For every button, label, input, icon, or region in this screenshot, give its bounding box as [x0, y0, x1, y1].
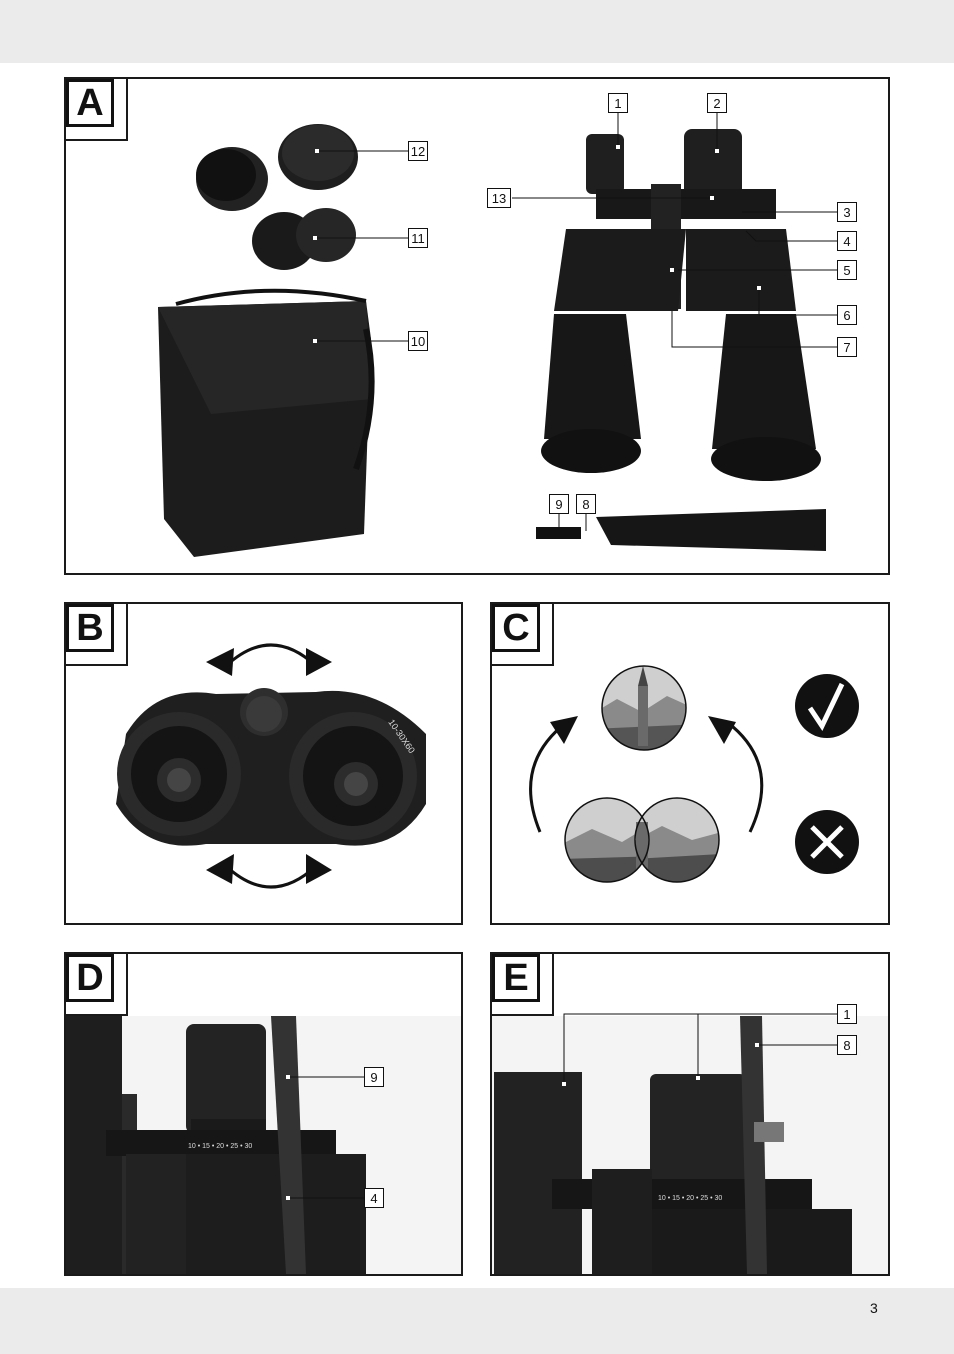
callout-13: 13 [487, 188, 511, 208]
zoom-scale: 10 • 15 • 20 • 25 • 30 [188, 1143, 252, 1150]
page-number: 3 [870, 1300, 878, 1316]
panel-c-illustration [529, 665, 859, 883]
figure-panel-a: A [64, 77, 890, 575]
panel-a-illustration [158, 113, 837, 557]
callout-5: 5 [837, 260, 857, 280]
callout-4: 4 [364, 1188, 384, 1208]
panel-label-e: E [492, 954, 554, 1016]
panel-b-illustration: 10-30X60 [116, 643, 426, 889]
panel-d-illustration: 10 • 15 • 20 • 25 • 30 [66, 1016, 461, 1274]
callout-6: 6 [837, 305, 857, 325]
zoom-scale: 10 • 15 • 20 • 25 • 30 [658, 1195, 722, 1202]
panel-e-illustration: 10 • 15 • 20 • 25 • 30 [492, 1013, 888, 1274]
figure-panel-d: D 10 • 15 • 20 • 25 • 30 9 4 [64, 952, 463, 1276]
callout-7: 7 [837, 337, 857, 357]
callout-8: 8 [576, 494, 596, 514]
callout-1: 1 [837, 1004, 857, 1024]
bottom-band [0, 1288, 954, 1354]
figure-panel-e: E 10 • 15 • 20 • 25 • 30 1 8 [490, 952, 890, 1276]
callout-9: 9 [549, 494, 569, 514]
panel-label-d: D [66, 954, 128, 1016]
callout-8: 8 [837, 1035, 857, 1055]
callout-2: 2 [707, 93, 727, 113]
callout-9: 9 [364, 1067, 384, 1087]
callout-11: 11 [408, 228, 428, 248]
panel-label-b: B [66, 604, 128, 666]
callout-3: 3 [837, 202, 857, 222]
panel-label-c: C [492, 604, 554, 666]
figure-panel-b: B 10-30X60 [64, 602, 463, 925]
callout-10: 10 [408, 331, 428, 351]
panel-label-a: A [66, 79, 128, 141]
callout-1: 1 [608, 93, 628, 113]
figure-panel-c: C [490, 602, 890, 925]
callout-4: 4 [837, 231, 857, 251]
callout-12: 12 [408, 141, 428, 161]
top-band [0, 0, 954, 63]
